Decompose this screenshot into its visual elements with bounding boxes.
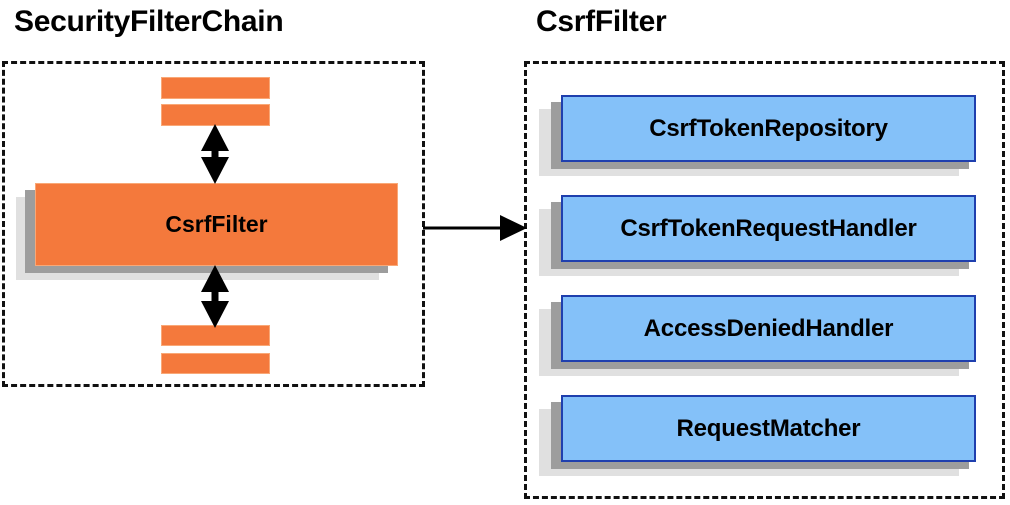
filter-bar-bottom-1 xyxy=(161,325,270,346)
component-box-requestmatcher[interactable]: RequestMatcher xyxy=(561,395,976,462)
component-box-csrftokenrequesthandler[interactable]: CsrfTokenRequestHandler xyxy=(561,195,976,262)
component-label: RequestMatcher xyxy=(676,414,861,442)
arrow-securityfilterchain-to-csrffilter xyxy=(423,215,527,241)
filter-bar-bottom-2 xyxy=(161,353,270,374)
component-label: AccessDeniedHandler xyxy=(643,314,894,342)
component-label: CsrfTokenRequestHandler xyxy=(620,214,917,242)
filter-bar-top-2 xyxy=(161,104,270,126)
panel-title-csrffilter: CsrfFilter xyxy=(536,5,667,38)
csrffilter-collaborators-container xyxy=(524,61,1005,499)
securityfilterchain-container xyxy=(2,61,425,387)
component-label: CsrfTokenRepository xyxy=(649,114,888,142)
component-box-csrftokenrepository[interactable]: CsrfTokenRepository xyxy=(561,95,976,162)
panel-title-securityfilterchain: SecurityFilterChain xyxy=(14,5,284,38)
filter-bar-top-1 xyxy=(161,77,270,99)
csrffilter-box[interactable]: CsrfFilter xyxy=(35,183,398,266)
csrffilter-box-label: CsrfFilter xyxy=(165,211,268,237)
component-box-accessdeniedhandler[interactable]: AccessDeniedHandler xyxy=(561,295,976,362)
